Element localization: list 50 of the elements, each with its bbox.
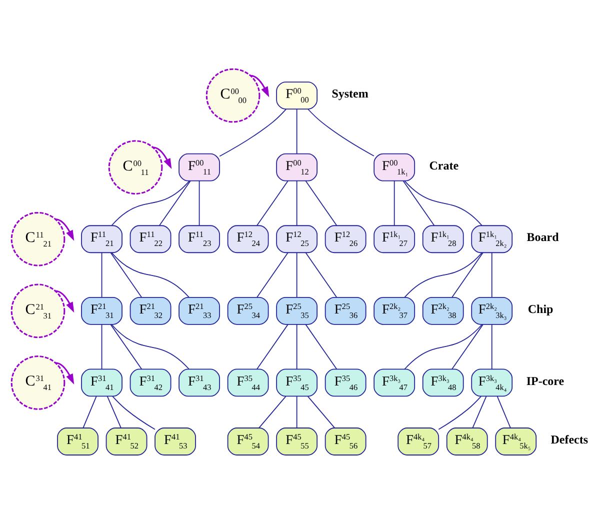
label: Board bbox=[526, 230, 559, 244]
connector bbox=[111, 324, 190, 369]
connector bbox=[296, 180, 298, 226]
connector bbox=[296, 108, 298, 154]
connector bbox=[452, 324, 484, 370]
connector bbox=[296, 324, 298, 370]
connector bbox=[256, 180, 288, 226]
connector bbox=[296, 252, 298, 298]
connector bbox=[305, 252, 338, 298]
label: IP-core bbox=[526, 373, 564, 388]
connector bbox=[402, 180, 435, 226]
connector bbox=[394, 180, 395, 226]
connector bbox=[258, 396, 286, 428]
connector bbox=[82, 396, 97, 428]
connector bbox=[452, 252, 484, 298]
label: Crate bbox=[429, 158, 459, 172]
connector bbox=[472, 396, 487, 428]
connector bbox=[111, 252, 190, 298]
connector bbox=[307, 396, 335, 428]
connector bbox=[256, 252, 288, 298]
arrow bbox=[56, 218, 74, 240]
connector bbox=[305, 180, 338, 226]
connector bbox=[112, 395, 156, 430]
connector bbox=[404, 324, 482, 369]
arrow bbox=[153, 146, 172, 169]
connector bbox=[110, 252, 142, 298]
connector bbox=[308, 108, 374, 156]
connector bbox=[198, 180, 200, 226]
connector bbox=[491, 252, 492, 298]
connector bbox=[296, 396, 298, 428]
connector bbox=[110, 324, 142, 370]
connector bbox=[305, 324, 338, 370]
label: Defects bbox=[550, 432, 588, 446]
label: Chip bbox=[528, 302, 554, 316]
connector bbox=[404, 252, 482, 298]
connector bbox=[158, 180, 191, 226]
connector bbox=[101, 324, 102, 370]
connector bbox=[111, 180, 190, 226]
arrow bbox=[250, 74, 270, 97]
arrow bbox=[56, 290, 74, 312]
label: System bbox=[332, 86, 368, 100]
connector bbox=[491, 324, 492, 370]
connector bbox=[404, 180, 482, 226]
arrow bbox=[56, 362, 74, 384]
connector bbox=[496, 396, 511, 428]
connector bbox=[219, 108, 286, 156]
connector bbox=[256, 324, 288, 370]
connector bbox=[438, 395, 482, 430]
connector bbox=[101, 252, 102, 298]
connector bbox=[106, 396, 122, 428]
